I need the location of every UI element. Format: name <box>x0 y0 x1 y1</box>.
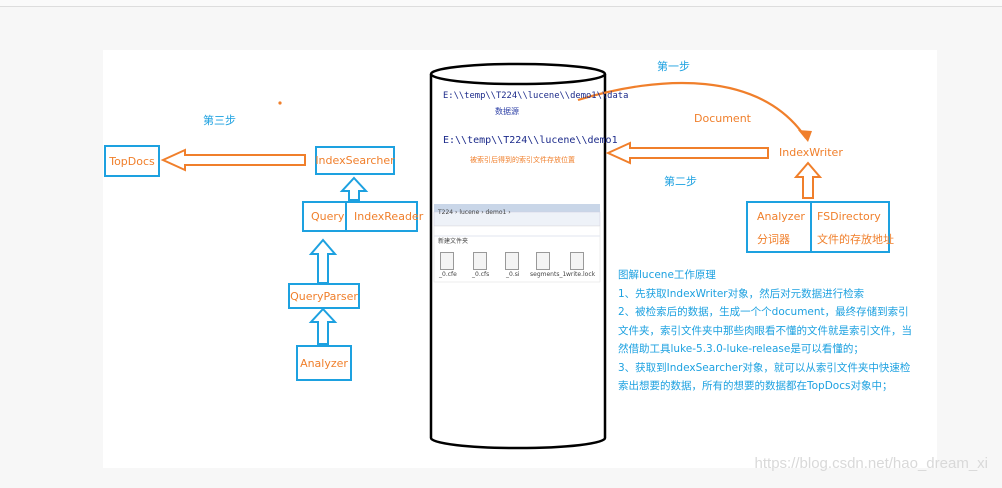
analyzer-right-cn: 分词器 <box>757 233 790 246</box>
step2-label: 第二步 <box>664 175 697 188</box>
index-caption: 被索引后得到的索引文件存放位置 <box>470 156 575 164</box>
query-up-arrow <box>308 238 338 284</box>
file-icon <box>570 252 584 270</box>
index-reader-label: IndexReader <box>354 210 424 223</box>
notes-line2: 2、被检索后的数据，生成一个个document，最终存储到索引文件夹，索引文件夹… <box>618 306 912 355</box>
index-writer-label: IndexWriter <box>779 146 843 159</box>
file-icon <box>473 252 487 270</box>
writer-components-box: Analyzer 分词器 FSDirectory 文件的存放地址 <box>746 201 894 253</box>
fsdirectory-cn: 文件的存放地址 <box>817 233 894 246</box>
watermark: https://blog.csdn.net/hao_dream_xi <box>754 455 988 472</box>
query-reader-box: Query IndexReader <box>302 201 423 232</box>
document-label: Document <box>694 112 751 125</box>
fsdirectory-label: FSDirectory <box>817 210 881 223</box>
file-name-3[interactable]: segments_1 <box>530 271 567 278</box>
analyzer-left-box: Analyzer <box>296 345 352 381</box>
file-name-1[interactable]: _0.cfs <box>472 271 490 278</box>
data-caption: 数据源 <box>495 107 519 116</box>
writer-up-arrow <box>793 161 823 199</box>
file-name-0[interactable]: _0.cfe <box>439 271 457 278</box>
parser-up-arrow <box>308 307 338 345</box>
explorer-breadcrumb: T224 › lucene › demo1 › <box>438 209 511 216</box>
new-folder-button[interactable]: 新建文件夹 <box>438 238 469 245</box>
file-icon <box>536 252 550 270</box>
top-bar <box>0 0 1002 7</box>
index-searcher-box: IndexSearcher <box>315 146 395 175</box>
step1-arrow <box>577 81 807 139</box>
step2-arrow <box>605 141 769 165</box>
file-icon <box>440 252 454 270</box>
topdocs-box: TopDocs <box>104 145 160 177</box>
file-icon <box>505 252 519 270</box>
searcher-up-arrow <box>339 176 369 201</box>
data-path: E:\\temp\\T224\\lucene\\demo1\\data <box>443 91 629 101</box>
file-name-4[interactable]: write.lock <box>566 271 596 278</box>
query-label: Query <box>311 210 345 223</box>
query-parser-box: QueryParser <box>288 283 360 309</box>
analyzer-right-label: Analyzer <box>757 210 805 223</box>
step3-label: 第三步 <box>203 114 236 127</box>
notes-title: 图解lucene工作原理 <box>618 269 716 281</box>
index-path: E:\\temp\\T224\\lucene\\demo1 <box>443 135 618 146</box>
step3-arrow <box>160 148 306 172</box>
explanation-notes: 图解lucene工作原理 1、先获取IndexWriter对象，然后对元数据进行… <box>618 266 918 396</box>
step1-label: 第一步 <box>657 60 690 73</box>
notes-line3: 3、获取到IndexSearcher对象，就可以从索引文件夹中快速检索出想要的数… <box>618 361 911 393</box>
explorer-titlebar <box>434 204 600 212</box>
file-name-2[interactable]: _0.si <box>506 271 520 278</box>
notes-line1: 1、先获取IndexWriter对象，然后对元数据进行检索 <box>618 287 865 300</box>
